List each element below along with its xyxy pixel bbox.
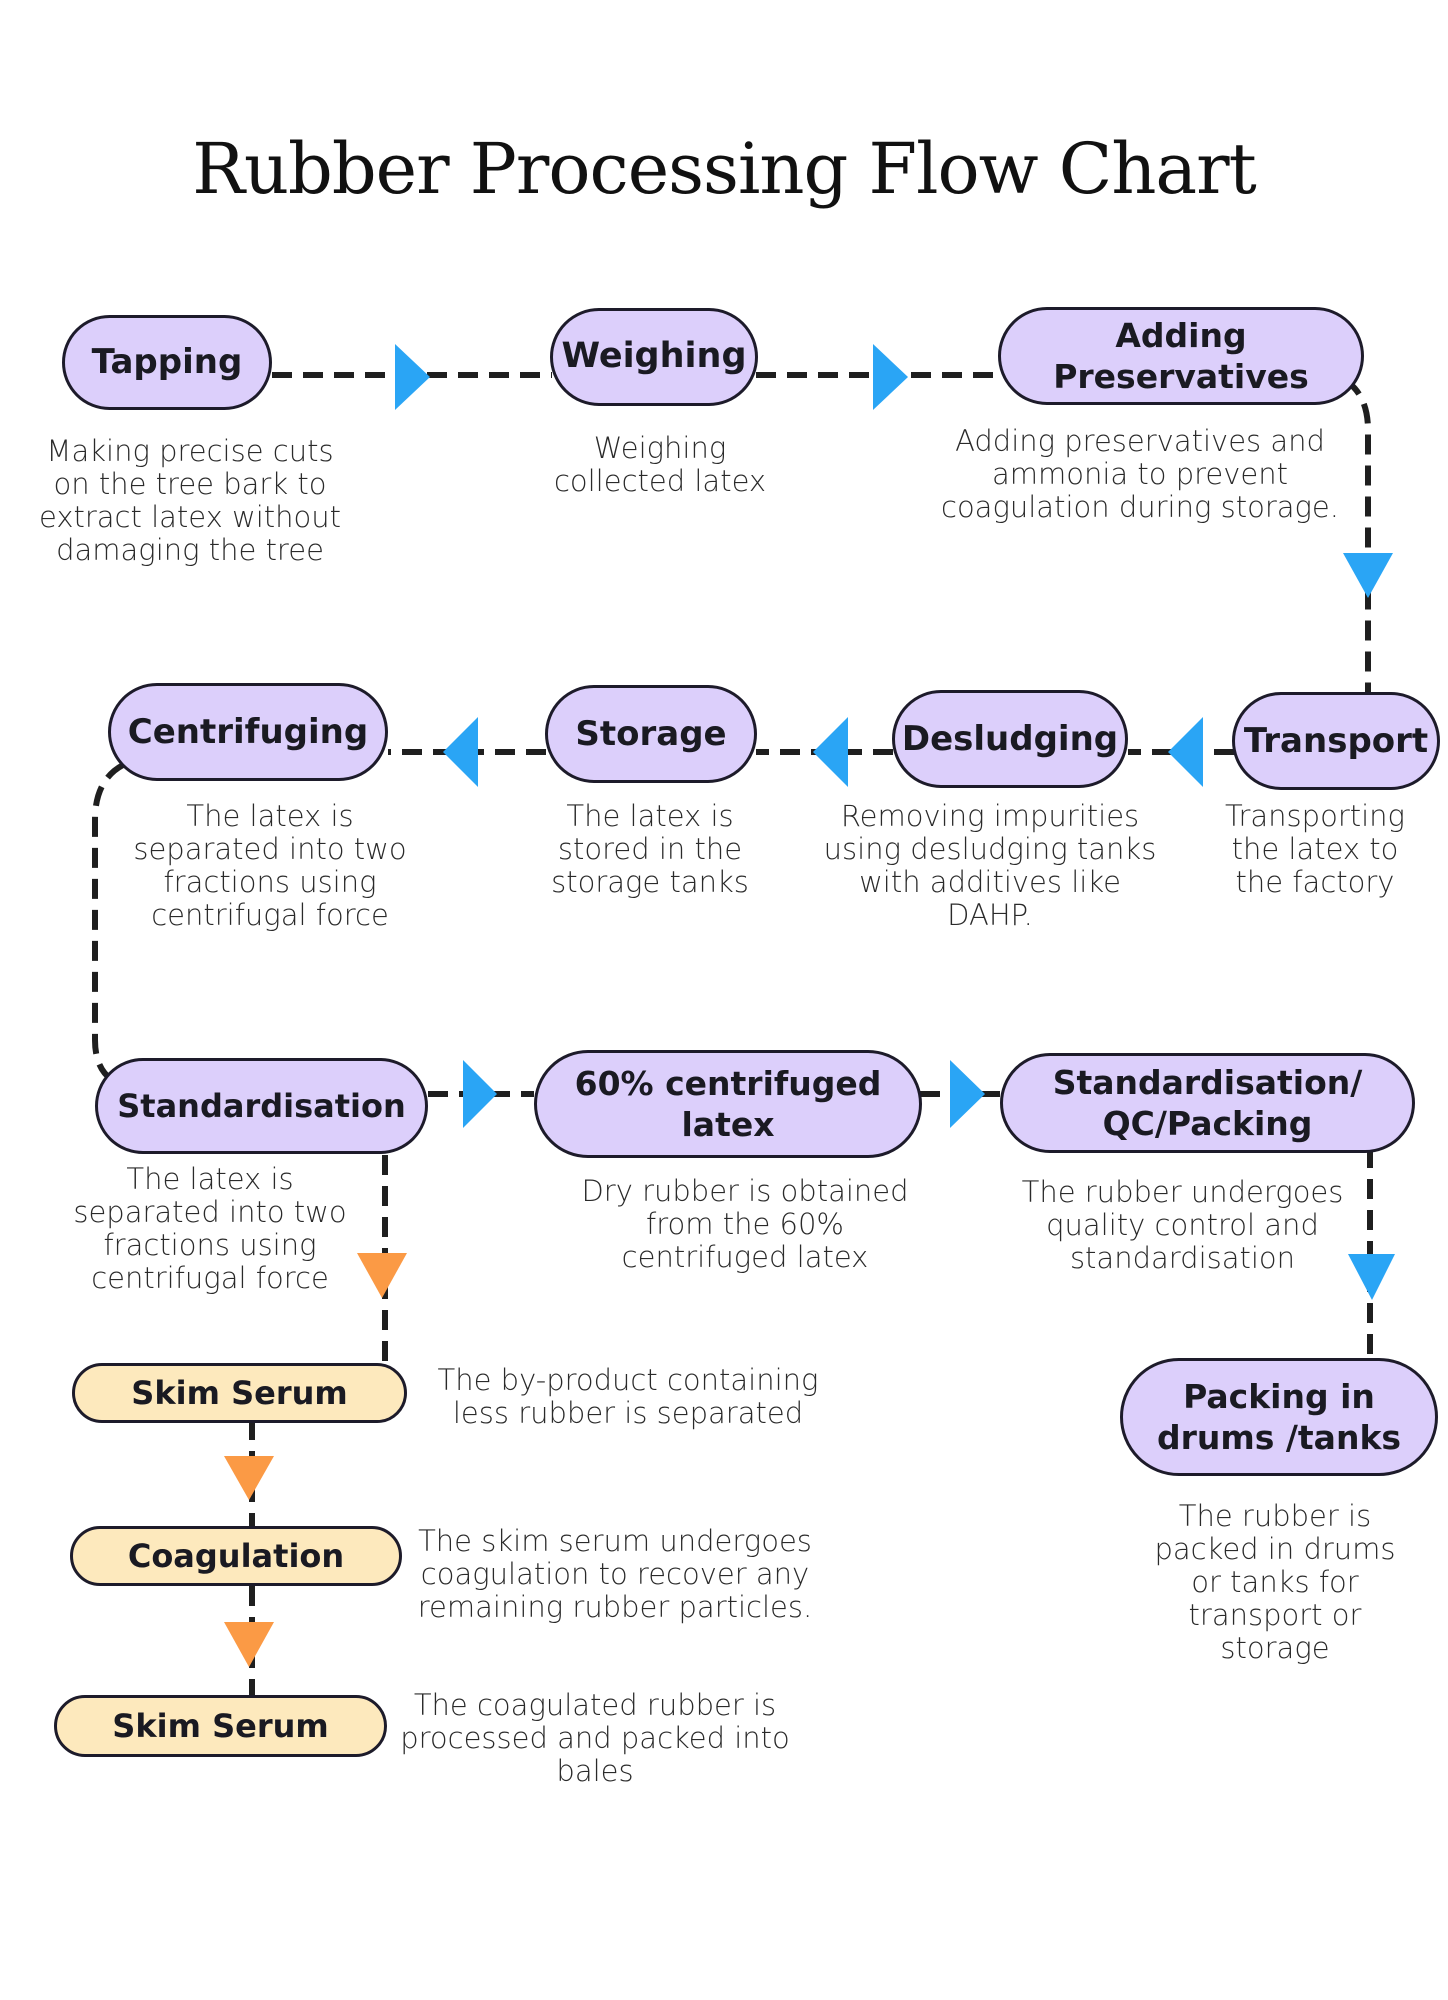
step-description: The by-product containing less rubber is… xyxy=(437,1363,819,1430)
step-skim-serum: Skim Serum xyxy=(72,1363,407,1423)
step-description: The rubber is packed in drums or tanks f… xyxy=(1154,1499,1396,1665)
step-label: 60% centrifuged latex xyxy=(574,1063,882,1144)
step-description: Dry rubber is obtained from the 60% cent… xyxy=(581,1174,909,1274)
arrow-left-icon xyxy=(443,717,478,787)
step-description: The latex is separated into two fraction… xyxy=(73,1162,347,1295)
arrow-down-icon xyxy=(1343,553,1393,598)
arrow-down-icon xyxy=(224,1622,274,1667)
arrow-right-icon xyxy=(463,1060,497,1128)
step-label: Skim Serum xyxy=(131,1374,348,1412)
step-label: Packing in drums /tanks xyxy=(1156,1376,1402,1457)
arrow-down-icon xyxy=(1348,1254,1395,1300)
step-description: Making precise cuts on the tree bark to … xyxy=(38,434,342,567)
step-adding-preservatives: Adding Preservatives xyxy=(998,307,1364,405)
step-skim-serum-final: Skim Serum xyxy=(54,1695,387,1757)
arrow-down-icon xyxy=(224,1456,274,1500)
step-description: Weighing collected latex xyxy=(553,431,767,498)
step-label: Storage xyxy=(575,713,727,754)
step-desludging: Desludging xyxy=(892,690,1128,788)
step-tapping: Tapping xyxy=(62,315,272,410)
arrow-left-icon xyxy=(813,717,848,787)
step-centrifuging: Centrifuging xyxy=(108,683,388,781)
step-packing-drums: Packing in drums /tanks xyxy=(1120,1358,1438,1476)
step-weighing: Weighing xyxy=(550,308,758,406)
step-description: Transporting the latex to the factory xyxy=(1225,799,1405,899)
step-description: The latex is stored in the storage tanks xyxy=(551,799,749,899)
step-centrifuged-latex: 60% centrifuged latex xyxy=(534,1050,922,1158)
step-label: Standardisation/ QC/Packing xyxy=(1052,1062,1363,1143)
step-standardisation: Standardisation xyxy=(95,1058,428,1154)
step-label: Centrifuging xyxy=(127,711,369,752)
step-label: Standardisation xyxy=(117,1087,406,1125)
step-description: The coagulated rubber is processed and p… xyxy=(400,1688,790,1788)
step-label: Weighing xyxy=(561,336,747,377)
step-label: Tapping xyxy=(91,342,243,383)
step-label: Coagulation xyxy=(127,1537,345,1575)
arrow-right-icon xyxy=(395,344,430,410)
step-coagulation: Coagulation xyxy=(70,1526,402,1586)
step-description: The rubber undergoes quality control and… xyxy=(1021,1175,1344,1275)
step-description: The skim serum undergoes coagulation to … xyxy=(417,1524,813,1624)
step-label: Transport xyxy=(1243,720,1429,761)
step-storage: Storage xyxy=(545,685,757,783)
step-qc-packing: Standardisation/ QC/Packing xyxy=(1000,1053,1415,1153)
step-description: Adding preservatives and ammonia to prev… xyxy=(941,424,1339,524)
step-label: Desludging xyxy=(901,718,1119,759)
arrow-right-icon xyxy=(873,344,908,410)
connector-centrifuging-standardisation xyxy=(92,762,125,1083)
step-description: The latex is separated into two fraction… xyxy=(133,799,407,932)
step-label: Adding Preservatives xyxy=(1053,315,1309,396)
arrow-right-icon xyxy=(950,1060,985,1128)
arrow-down-icon xyxy=(357,1253,407,1298)
step-description: Removing impurities using desludging tan… xyxy=(823,799,1157,932)
page-title: Rubber Processing Flow Chart xyxy=(192,128,1257,210)
step-transport: Transport xyxy=(1232,692,1440,790)
arrow-left-icon xyxy=(1168,717,1203,787)
step-label: Skim Serum xyxy=(112,1707,329,1745)
